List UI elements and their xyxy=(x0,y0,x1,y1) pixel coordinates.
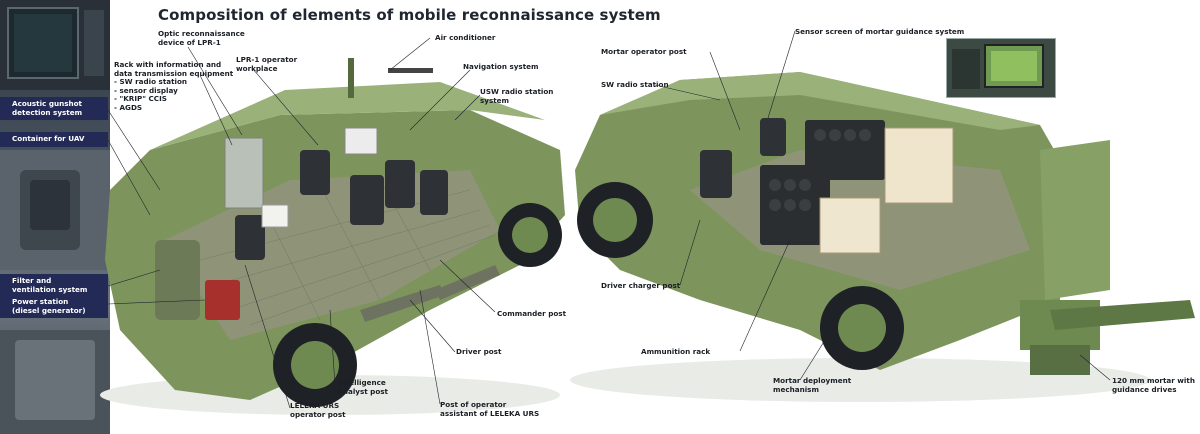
label-driver-charger: Driver charger post xyxy=(601,281,681,290)
leader-lines xyxy=(107,30,1111,409)
label-navigation: Navigation system xyxy=(463,62,539,71)
label-mortar-operator: Mortar operator post xyxy=(601,47,687,56)
label-sw-radio: SW radio station xyxy=(601,80,669,89)
interior-photo-strip xyxy=(0,0,110,434)
label-commander: Commander post xyxy=(497,309,567,318)
label-power: Power station(diesel generator) xyxy=(0,295,108,319)
interior-photos xyxy=(0,0,110,434)
label-driver: Driver post xyxy=(456,347,502,356)
sensor-screen-photo xyxy=(946,38,1056,98)
label-sensor-screen: Sensor screen of mortar guidance system xyxy=(795,27,965,36)
label-container-uav: Container for UAV xyxy=(0,132,108,147)
diagram-title: Composition of elements of mobile reconn… xyxy=(158,6,661,24)
label-ammo: Ammunition rack xyxy=(641,347,711,356)
mortar-vehicle-right xyxy=(570,72,1195,402)
recon-vehicle-left xyxy=(100,58,565,415)
label-air-conditioner: Air conditioner xyxy=(435,33,496,42)
sensor-screen-image xyxy=(947,39,1055,97)
